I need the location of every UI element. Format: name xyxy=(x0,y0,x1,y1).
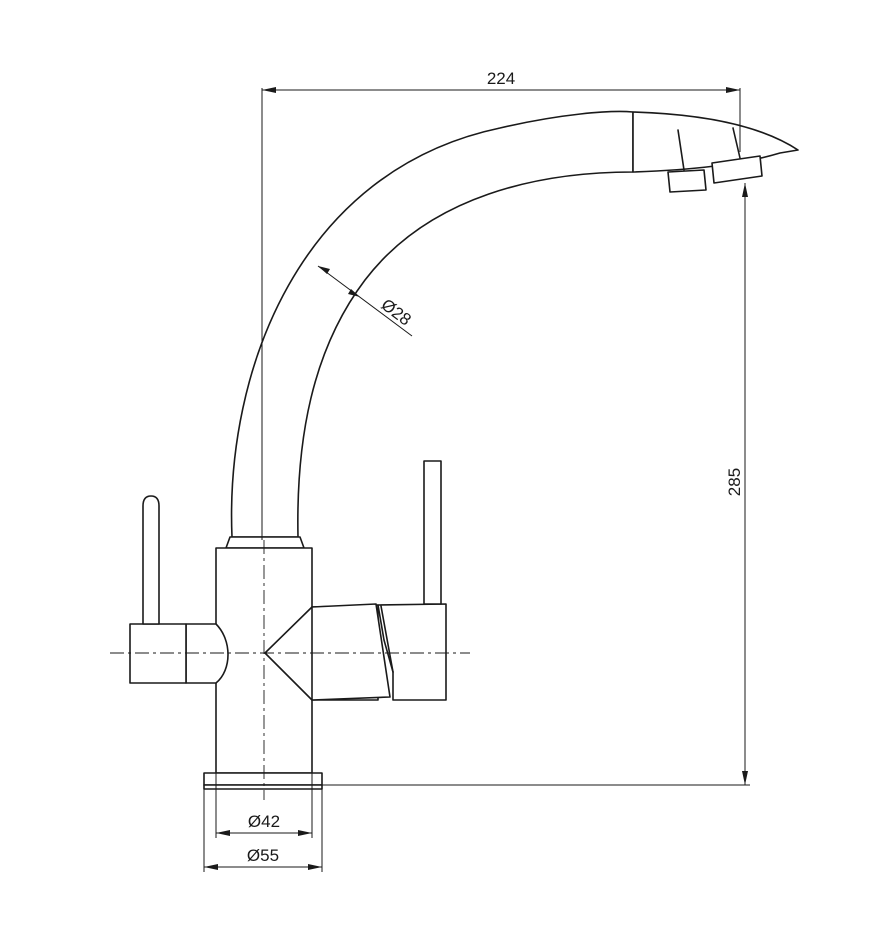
faucet-outline xyxy=(129,110,799,790)
outer-base-diameter-label: Ø55 xyxy=(247,846,279,865)
left-lever xyxy=(142,495,160,625)
base-plate-rim xyxy=(203,784,323,790)
right-handle-block xyxy=(377,603,447,701)
inner-base-diameter-label: Ø42 xyxy=(248,812,280,831)
dimension-height: 285 xyxy=(322,183,750,786)
left-valve xyxy=(185,623,229,684)
aerators xyxy=(667,155,763,193)
dimension-width: 224 xyxy=(261,69,741,540)
base-plate xyxy=(203,772,323,786)
left-handle-block xyxy=(129,623,187,684)
center-lines xyxy=(110,540,470,800)
right-valve xyxy=(311,603,391,701)
spout-collar xyxy=(225,536,305,549)
dimension-inner-base: Ø42 xyxy=(215,773,313,838)
dimension-outer-base: Ø55 xyxy=(203,789,323,872)
height-label: 285 xyxy=(725,468,744,496)
width-label: 224 xyxy=(487,69,515,88)
right-lever xyxy=(423,460,442,605)
